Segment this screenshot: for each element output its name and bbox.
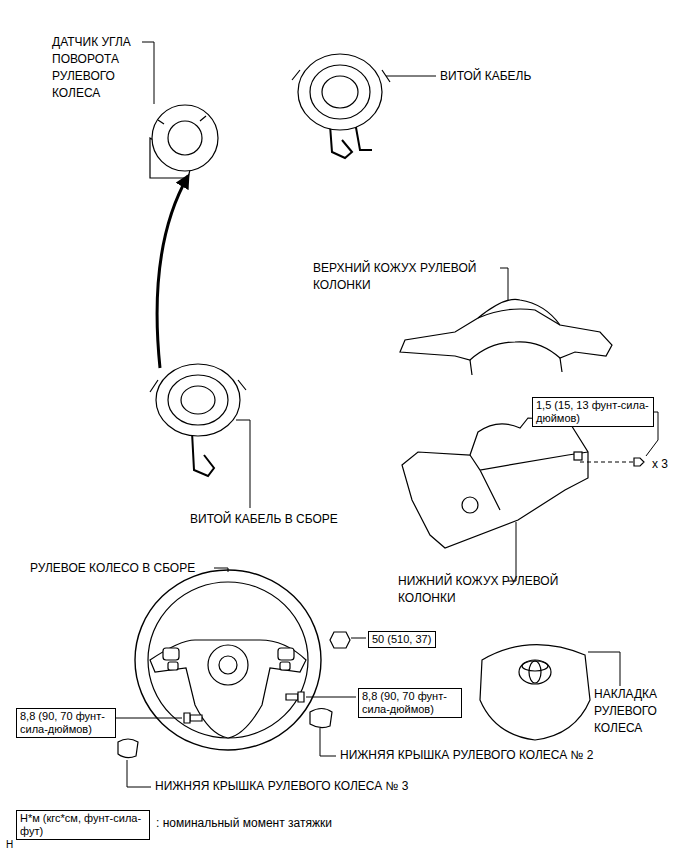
sensor-ring: [152, 105, 218, 171]
bolt: [286, 692, 304, 702]
spiral-cable-assembly: [150, 364, 246, 476]
part-name: РУЛЕВОЕ КОЛЕСО В СБОРЕ: [30, 560, 230, 577]
cable-housing: [298, 54, 382, 130]
part-name: ВЕРХНИЙ КОЖУХ РУЛЕВОЙ КОЛОНКИ: [313, 260, 503, 294]
leader-line: [500, 268, 508, 300]
sensor-hole: [168, 121, 202, 155]
lower-cover-3: [118, 739, 138, 758]
leader-line: [127, 760, 151, 787]
leader-line: [306, 697, 356, 698]
cable-housing: [156, 364, 240, 436]
leader-line: [351, 638, 366, 639]
figure-code: Н: [6, 836, 26, 853]
torque-box: 50 (510, 37): [368, 631, 436, 648]
part-name: НИЖНИЙ КОЖУХ РУЛЕВОЙ КОЛОНКИ: [398, 573, 588, 607]
angle-sensor: [150, 105, 218, 178]
leader-line: [508, 522, 516, 581]
cable-hole: [181, 386, 215, 414]
cable-ring: [310, 65, 370, 119]
steering-wheel: [135, 570, 321, 750]
screw: [580, 458, 644, 466]
part-name: НИЖНЯЯ КРЫШКА РУЛЕВОГО КОЛЕСА № 3: [155, 778, 417, 795]
part-name: ВИТОЙ КАБЕЛЬ: [440, 68, 560, 85]
spiral-cable: [292, 54, 390, 158]
cable-hole: [322, 76, 358, 108]
leader-line: [142, 42, 154, 104]
torque-value: 1,5 (15, 13 фунт-сила-дюймов): [536, 399, 650, 425]
sensor-detail: [158, 116, 206, 124]
torque-box: 8,8 (90, 70 фунт-сила-дюймов): [358, 688, 462, 718]
leader-line: [236, 420, 250, 508]
torque-box: 8,8 (90, 70 фунт-сила-дюймов): [16, 708, 116, 738]
cable-detail: [292, 70, 390, 82]
torque-box: Н*м (кгс*см, фунт-сила-фут): [16, 810, 150, 840]
torque-value: Н*м (кгс*см, фунт-сила-фут): [20, 812, 146, 838]
bolt: [184, 713, 202, 723]
part-name: ДАТЧИК УГЛА ПОВОРОТА РУЛЕВОГО КОЛЕСА: [52, 34, 148, 102]
legend-note: : номинальный момент затяжки: [156, 815, 376, 832]
move-arrow: [157, 176, 188, 368]
cable-harness: [192, 432, 214, 476]
leader-line: [214, 568, 228, 572]
part-name: НИЖНЯЯ КРЫШКА РУЛЕВОГО КОЛЕСА № 2: [340, 747, 602, 764]
leader-line: [588, 652, 620, 686]
cable-ring: [168, 375, 228, 425]
torque-box: 1,5 (15, 13 фунт-сила-дюймов): [532, 397, 654, 427]
torque-value: 8,8 (90, 70 фунт-сила-дюймов): [362, 690, 458, 716]
steering-pad: [480, 645, 590, 740]
leader-line: [116, 718, 182, 719]
nut: [330, 632, 350, 648]
part-name: НАКЛАДКА РУЛЕВОГО КОЛЕСА: [594, 686, 684, 737]
torque-value: 8,8 (90, 70 фунт-сила-дюймов): [20, 710, 112, 736]
torque-value: 50 (510, 37): [372, 633, 432, 646]
lower-cover-2: [310, 709, 332, 728]
upper-column-cover: [400, 299, 612, 375]
leader-line: [320, 728, 336, 756]
leader-line: [386, 76, 436, 77]
cable-detail: [150, 380, 246, 392]
part-name: ВИТОЙ КАБЕЛЬ В СБОРЕ: [190, 511, 390, 528]
leader-lines: [116, 42, 658, 787]
quantity-mark: x 3: [652, 456, 686, 473]
lower-column-cover: [402, 418, 588, 548]
